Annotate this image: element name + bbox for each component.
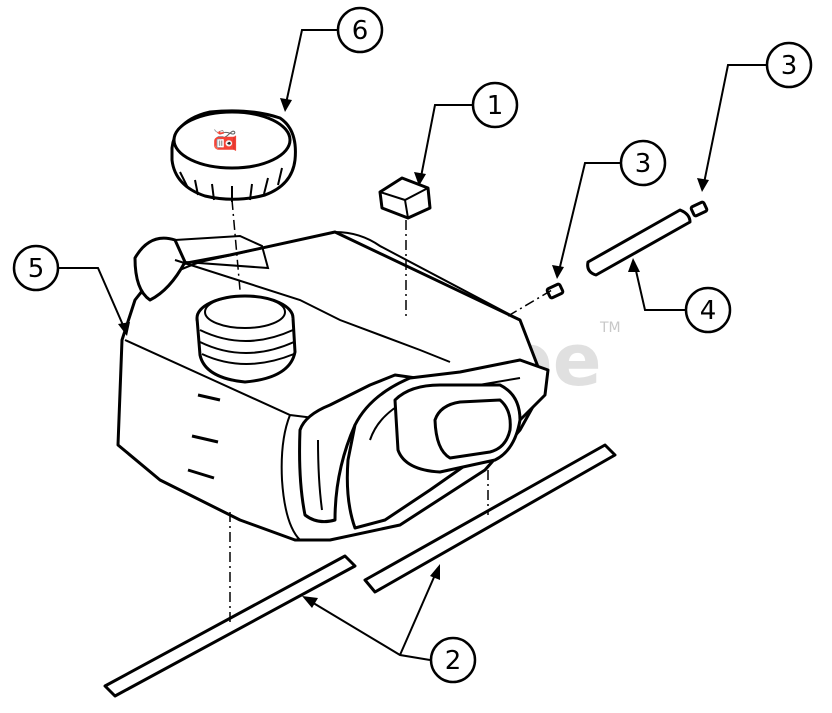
callout-4-label: 4: [700, 296, 717, 326]
callout-6: 6: [336, 6, 384, 54]
callout-3b-label: 3: [781, 51, 798, 81]
callout-3b: 3: [765, 41, 813, 89]
callout-4: 4: [684, 286, 732, 334]
callout-5: 5: [12, 244, 60, 292]
mounting-pads: [103, 443, 617, 698]
fuel-tank: [116, 230, 550, 542]
alignment-lines: [229, 199, 553, 625]
leader-lines: [58, 29, 766, 661]
fuel-line: [586, 208, 692, 277]
callout-3a-label: 3: [635, 149, 652, 179]
clamp-right: [689, 200, 709, 218]
cap-fuel-symbol: ⛽: [213, 128, 237, 153]
clamp-left: [545, 282, 565, 300]
cube-part: [378, 176, 432, 220]
fuel-cap: ⛽: [170, 109, 297, 202]
callout-6-label: 6: [352, 16, 369, 46]
callout-3a: 3: [619, 139, 667, 187]
callout-2-label: 2: [445, 646, 462, 676]
callout-1-label: 1: [487, 91, 504, 121]
callout-5-label: 5: [28, 254, 45, 284]
watermark-tm: TM: [599, 320, 621, 336]
callout-1: 1: [471, 81, 519, 129]
callout-2: 2: [429, 636, 477, 684]
